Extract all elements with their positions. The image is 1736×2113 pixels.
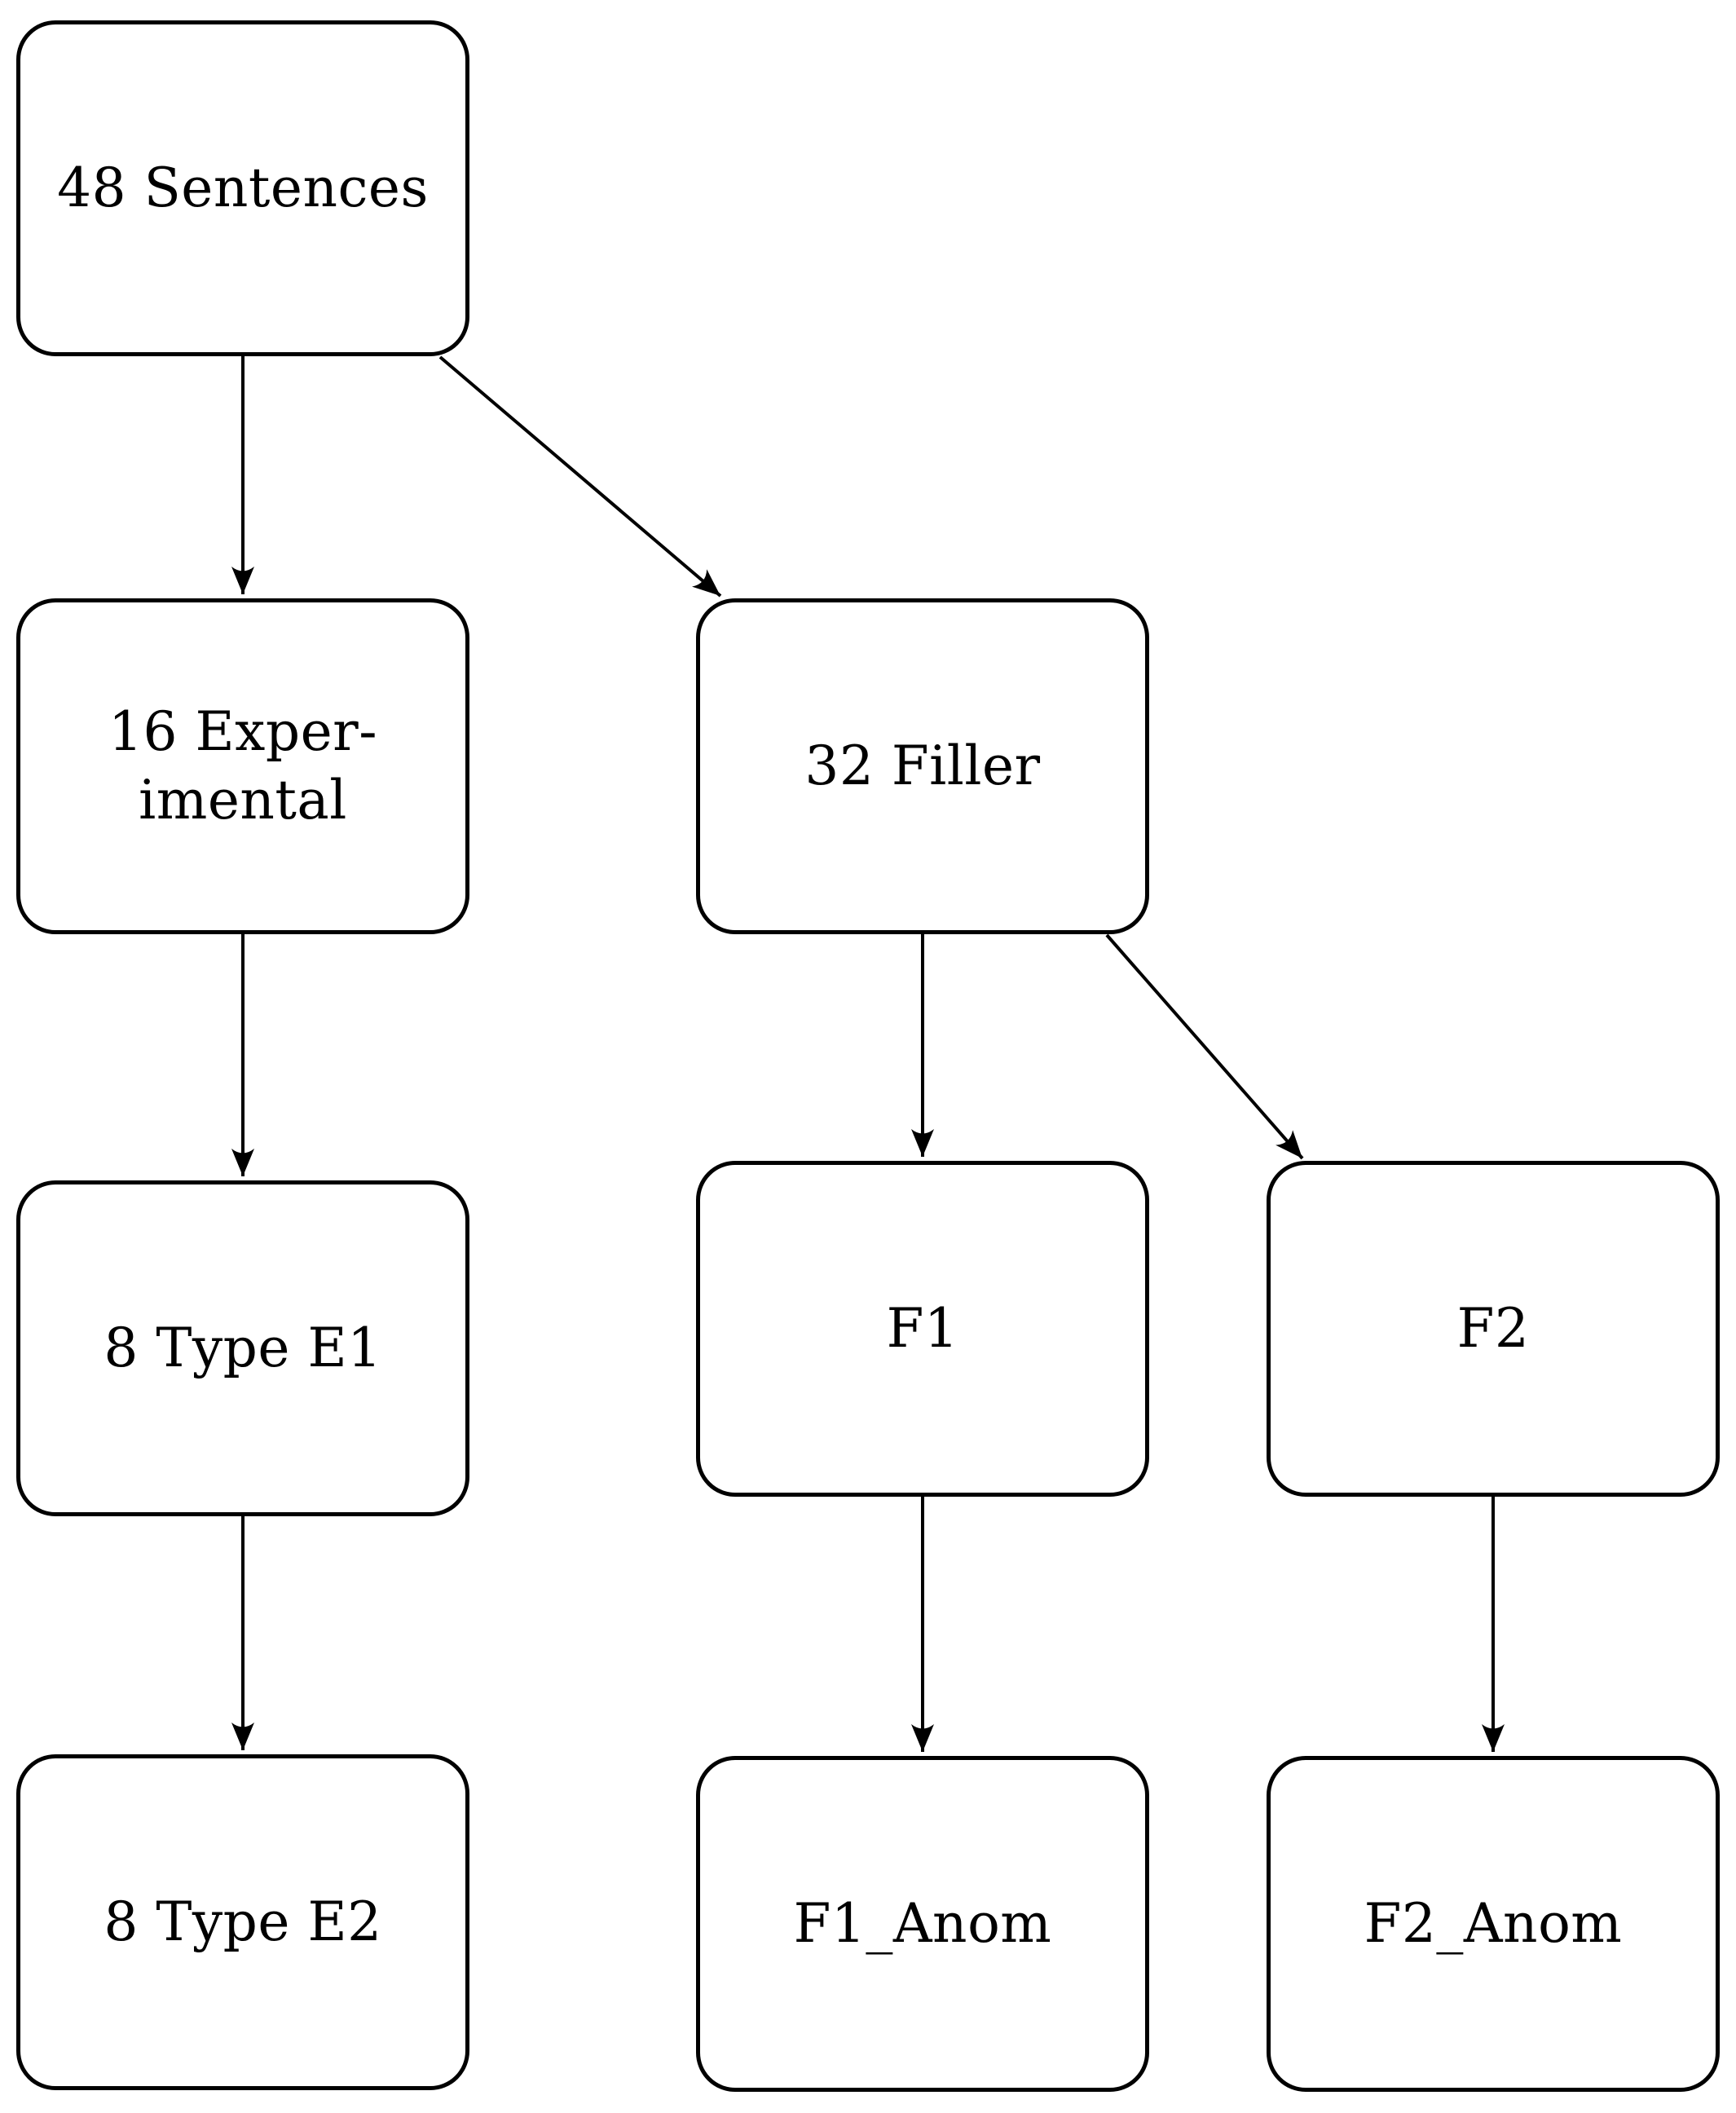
node-16-experimental: 16 Exper- imental: [16, 598, 469, 934]
node-32-filler: 32 Filler: [696, 598, 1149, 934]
node-f1-anom-label: F1_Anom: [793, 1891, 1052, 1955]
node-f1: F1: [696, 1161, 1149, 1497]
edge-filler-to-f2: [1105, 933, 1304, 1160]
node-8-type-e1: 8 Type E1: [16, 1180, 469, 1516]
node-f2: F2: [1267, 1161, 1720, 1497]
node-8-type-e2: 8 Type E2: [16, 1754, 469, 2090]
node-f1-label: F1: [886, 1296, 959, 1360]
node-8-type-e1-label: 8 Type E1: [104, 1316, 382, 1379]
node-8-type-e2-label: 8 Type E2: [104, 1890, 382, 1953]
edge-sentences-to-filler: [438, 355, 722, 598]
node-f2-anom-label: F2_Anom: [1364, 1891, 1623, 1955]
node-f2-label: F2: [1456, 1296, 1530, 1360]
node-48-sentences: 48 Sentences: [16, 20, 469, 356]
node-48-sentences-label: 48 Sentences: [57, 156, 429, 219]
node-f2-anom: F2_Anom: [1267, 1756, 1720, 2092]
node-16-experimental-label: 16 Exper- imental: [108, 699, 378, 832]
node-f1-anom: F1_Anom: [696, 1756, 1149, 2092]
node-32-filler-label: 32 Filler: [804, 734, 1041, 797]
